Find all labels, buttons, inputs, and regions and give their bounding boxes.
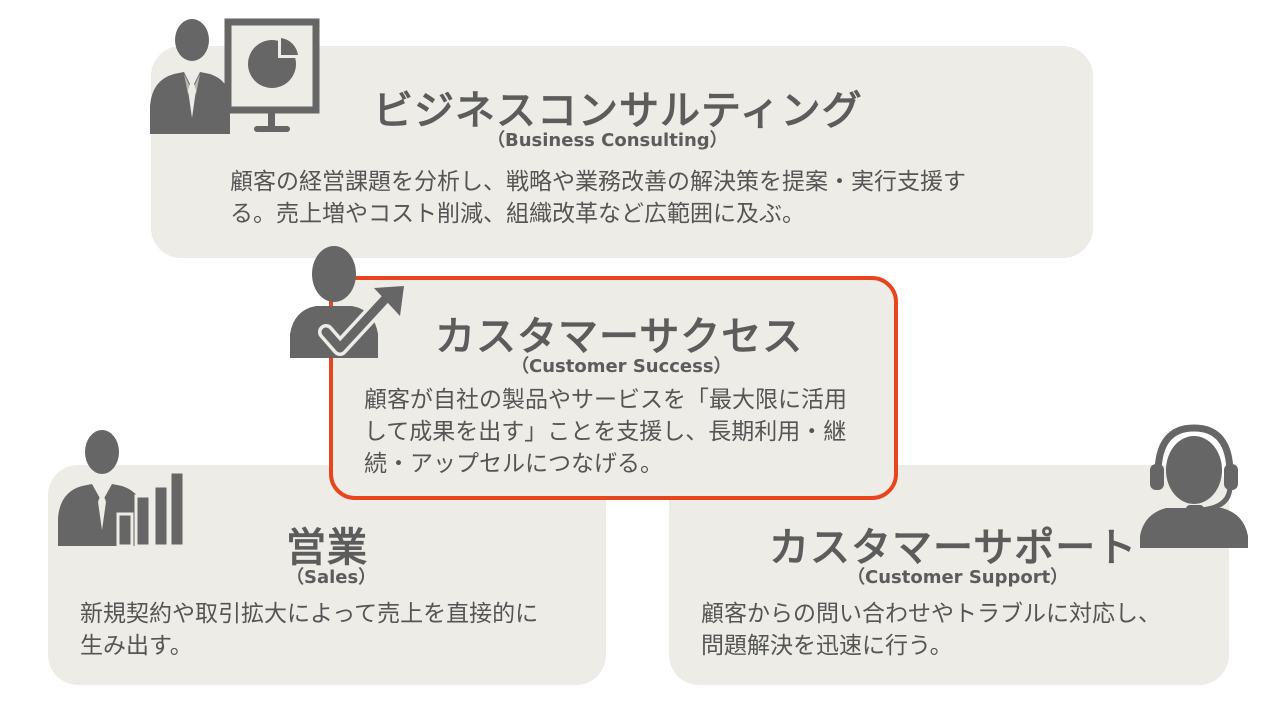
support-desc-line1: 顧客からの問い合わせやトラブルに対応し、 [701, 601, 1161, 627]
presenter-chart-icon [148, 18, 323, 138]
support-card: カスタマーサポート （Customer Support） 顧客からの問い合わせや… [669, 465, 1229, 685]
success-desc-line2: して成果を出す」ことを支援し、長期利用・継 [364, 419, 847, 445]
support-subtitle: （Customer Support） [847, 567, 1069, 588]
support-title: カスタマーサポート [769, 525, 1138, 571]
sales-desc-line1: 新規契約や取引拡大によって売上を直接的に [80, 601, 539, 627]
sales-desc-line2: 生み出す。 [80, 633, 193, 659]
businessman-bar-chart-icon [52, 426, 187, 550]
person-growth-arrow-icon [286, 244, 408, 362]
consulting-desc-line2: る。売上増やコスト削減、組織改革など広範囲に及ぶ。 [230, 201, 805, 227]
success-desc-line1: 顧客が自社の製品やサービスを「最大限に活用 [364, 387, 847, 413]
success-title: カスタマーサクセス [435, 314, 804, 360]
consulting-title: ビジネスコンサルティング [373, 88, 863, 134]
success-desc-line3: 続・アップセルにつなげる。 [364, 451, 663, 477]
success-subtitle: （Customer Success） [511, 356, 732, 377]
consulting-card: ビジネスコンサルティング （Business Consulting） 顧客の経営… [151, 46, 1093, 258]
support-desc-line2: 問題解決を迅速に行う。 [701, 633, 953, 659]
sales-title: 営業 [286, 525, 368, 571]
success-card: カスタマーサクセス （Customer Success） 顧客が自社の製品やサー… [329, 276, 898, 500]
consulting-subtitle: （Business Consulting） [487, 130, 728, 151]
sales-subtitle: （Sales） [286, 567, 377, 588]
headset-operator-icon [1138, 424, 1250, 552]
consulting-desc-line1: 顧客の経営課題を分析し、戦略や業務改善の解決策を提案・実行支援す [230, 169, 966, 195]
